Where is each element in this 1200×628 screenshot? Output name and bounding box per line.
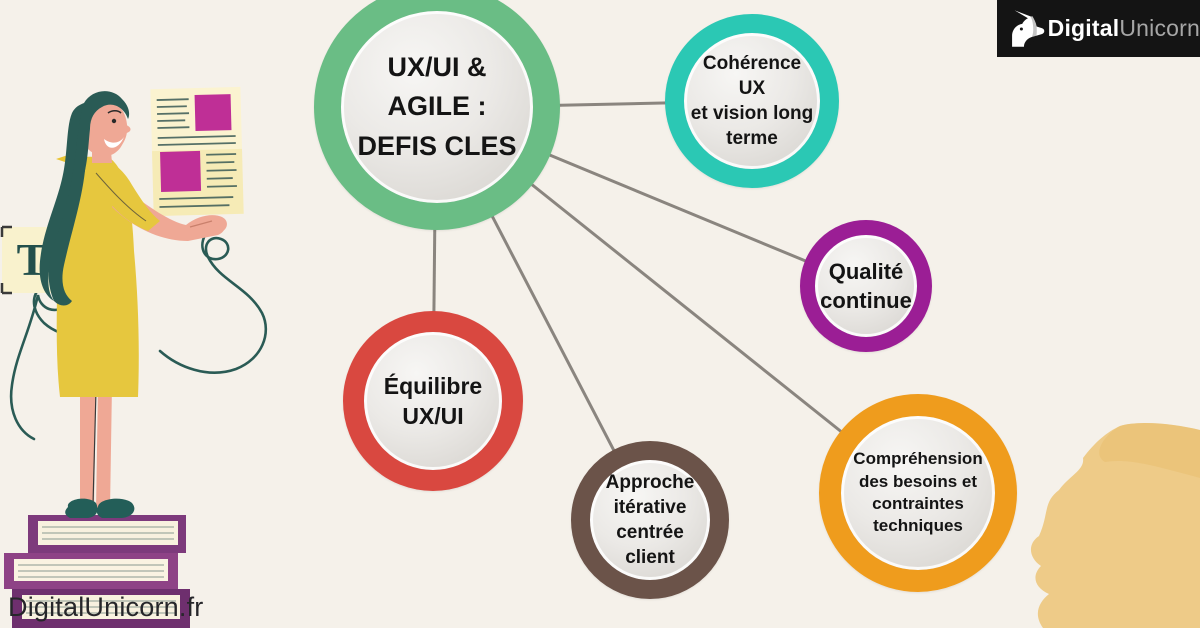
woman-on-books-illustration: T [0, 86, 268, 628]
digitalunicorn-logo: DigitalUnicorn [997, 0, 1200, 57]
unicorn-icon [1012, 9, 1045, 47]
node-comprehension-besoins: Compréhension des besoins et contraintes… [819, 394, 1017, 592]
node-approche-iterative: Approche itérative centrée client [571, 441, 729, 599]
site-url: DigitalUnicorn.fr [8, 592, 204, 622]
books-stack [4, 515, 190, 628]
node-label: Équilibre UX/UI [383, 372, 483, 429]
node-coherence-ux: Cohérence UX et vision long terme [665, 14, 839, 188]
node-equilibre-uxui: Équilibre UX/UI [343, 311, 523, 491]
node-label: Approche itérative centrée client [605, 471, 695, 569]
node-central-label: UX/UI & AGILE : DEFIS CLES [357, 52, 517, 161]
watercolor-brush-stroke [1030, 423, 1200, 628]
node-qualite-continue: Qualité continue [800, 220, 932, 352]
node-label: Qualité continue [820, 258, 912, 313]
document [150, 86, 244, 217]
node-label: Compréhension des besoins et contraintes… [853, 449, 983, 536]
node-label: Cohérence UX et vision long terme [690, 52, 814, 150]
logo-wordmark: DigitalUnicorn [1047, 15, 1200, 41]
woman-figure [39, 91, 227, 518]
